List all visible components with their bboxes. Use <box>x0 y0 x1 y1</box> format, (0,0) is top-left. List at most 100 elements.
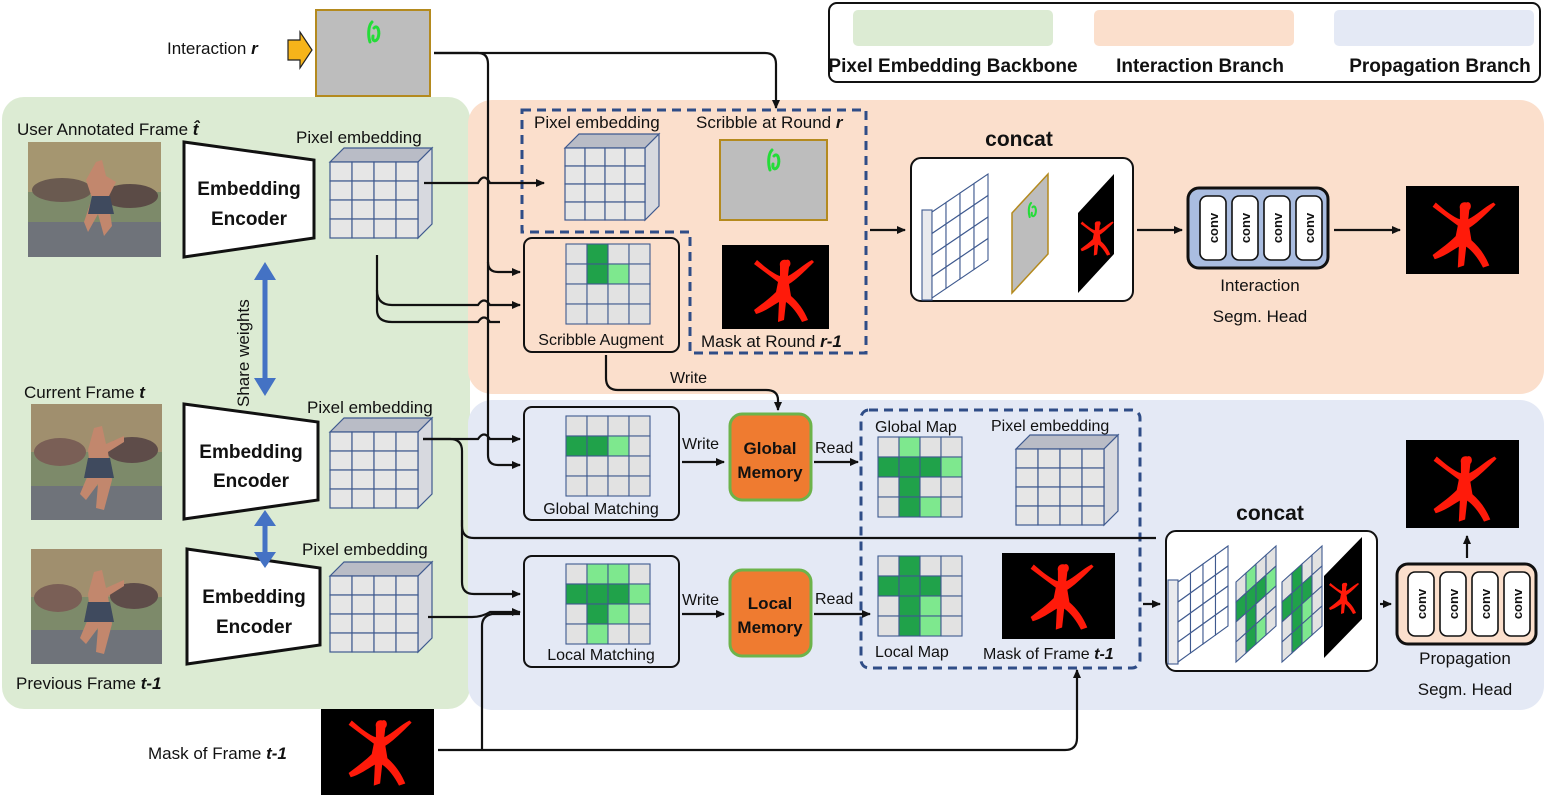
svg-text:Encoder: Encoder <box>211 209 288 230</box>
cube-cell <box>329 199 353 220</box>
write-label-local: Write <box>682 592 719 609</box>
grid-cell <box>565 475 588 497</box>
conv-label: conv <box>1206 212 1221 243</box>
cube-cell <box>373 218 397 239</box>
svg-text:Encoder: Encoder <box>213 471 290 492</box>
svg-text:Embedding: Embedding <box>202 587 305 608</box>
grid-cell <box>919 595 942 617</box>
propagation-concat-local-map <box>1281 544 1323 664</box>
conv-label: conv <box>1446 588 1461 619</box>
cube-cell <box>395 199 419 220</box>
grid-cell <box>565 435 588 457</box>
cube-cell <box>351 180 375 201</box>
grid-cell <box>607 303 630 325</box>
local-map-label: Local Map <box>875 644 949 661</box>
grid-cell <box>898 615 921 637</box>
propagation-mask-image <box>1002 553 1115 639</box>
cube-cell <box>373 450 397 471</box>
cube-side-face <box>417 146 433 240</box>
conv-block <box>1503 571 1531 637</box>
conv-label: conv <box>1302 212 1317 243</box>
scribble-at-round-label: Scribble at Round r <box>696 113 844 132</box>
grid-cell <box>877 575 900 597</box>
cube-cell <box>564 147 586 167</box>
grid-cell <box>565 603 588 625</box>
write-label-interaction: Write <box>670 370 707 387</box>
cube-cell <box>373 594 397 615</box>
mask-at-round-image <box>722 245 829 329</box>
cube-cell <box>604 147 626 167</box>
cube-cell <box>564 165 586 185</box>
cube-cell <box>1015 486 1039 507</box>
grid-cell <box>586 603 609 625</box>
cube-cell <box>1059 486 1083 507</box>
cube-cell <box>624 183 646 203</box>
pixel-embedding-label-1: Pixel embedding <box>296 128 422 147</box>
svg-text:Global: Global <box>744 439 797 458</box>
legend-swatch-interaction <box>1094 10 1294 46</box>
share-weights-label: Share weights <box>234 299 253 407</box>
previous-frame-label: Previous Frame t-1 <box>16 674 162 693</box>
bottom-mask-label: Mask of Frame t-1 <box>148 744 287 763</box>
grid-cell <box>877 595 900 617</box>
grid-cell <box>898 555 921 577</box>
propagation-concat-mask <box>1324 537 1362 658</box>
interaction-concat-label: concat <box>985 128 1053 151</box>
cube-side-face <box>417 560 433 654</box>
global-matching-label: Global Matching <box>543 501 659 518</box>
cube-cell <box>1081 486 1105 507</box>
interaction-concat-scribble <box>1011 172 1049 295</box>
cube-cell <box>351 575 375 596</box>
grid-cell <box>628 243 651 265</box>
grid-cell <box>898 436 921 458</box>
grid-cell <box>565 415 588 437</box>
interaction-pixel-embedding-label: Pixel embedding <box>534 113 660 132</box>
grid-cell <box>940 575 963 597</box>
scribble-augment-label: Scribble Augment <box>538 332 664 349</box>
pixel-embedding-cube-1 <box>328 146 434 240</box>
slab-cell <box>1311 604 1323 637</box>
cube-cell <box>624 147 646 167</box>
cube-cell <box>1059 467 1083 488</box>
slab-cell <box>1214 604 1229 637</box>
cube-cell <box>351 488 375 509</box>
cube-cell <box>329 488 353 509</box>
cube-cell <box>329 180 353 201</box>
grid-cell <box>628 475 651 497</box>
cube-cell <box>351 613 375 634</box>
mask-at-round-label: Mask at Round r-1 <box>701 332 842 351</box>
cube-cell <box>329 161 353 182</box>
cube-cell <box>351 450 375 471</box>
slab-cell <box>1265 604 1277 637</box>
propagation-head-label-1: Propagation <box>1419 649 1511 668</box>
pixel-embedding-label-2: Pixel embedding <box>307 398 433 417</box>
grid-cell <box>877 476 900 498</box>
cube-cell <box>395 450 419 471</box>
share-weights-arrow: Share weights <box>234 262 276 407</box>
local-matching-label: Local Matching <box>547 647 655 664</box>
cube-top-face <box>328 417 434 433</box>
share-weights-arrow-small <box>254 510 276 568</box>
grid-cell <box>586 243 609 265</box>
grid-cell <box>940 496 963 518</box>
svg-text:Memory: Memory <box>737 463 803 482</box>
cube-top-face <box>328 147 434 163</box>
cube-side-face <box>644 132 660 222</box>
pixel-embedding-cube-3 <box>328 560 434 654</box>
scribble-at-round-image <box>719 139 828 221</box>
grid-cell <box>586 475 609 497</box>
grid-cell <box>940 615 963 637</box>
write-label-global: Write <box>682 436 719 453</box>
legend-interaction-label: Interaction Branch <box>1116 56 1284 77</box>
propagation-concat-feature <box>1167 544 1229 665</box>
grid-cell <box>940 456 963 478</box>
grid-cell <box>586 283 609 305</box>
legend-swatch-propagation <box>1334 10 1534 46</box>
cube-cell <box>395 431 419 452</box>
grid-cell <box>628 283 651 305</box>
svg-text:Local: Local <box>748 594 792 613</box>
interaction-head-label-2: Segm. Head <box>1213 307 1308 326</box>
cube-cell <box>395 594 419 615</box>
grid-cell <box>565 583 588 605</box>
cube-cell <box>564 201 586 221</box>
